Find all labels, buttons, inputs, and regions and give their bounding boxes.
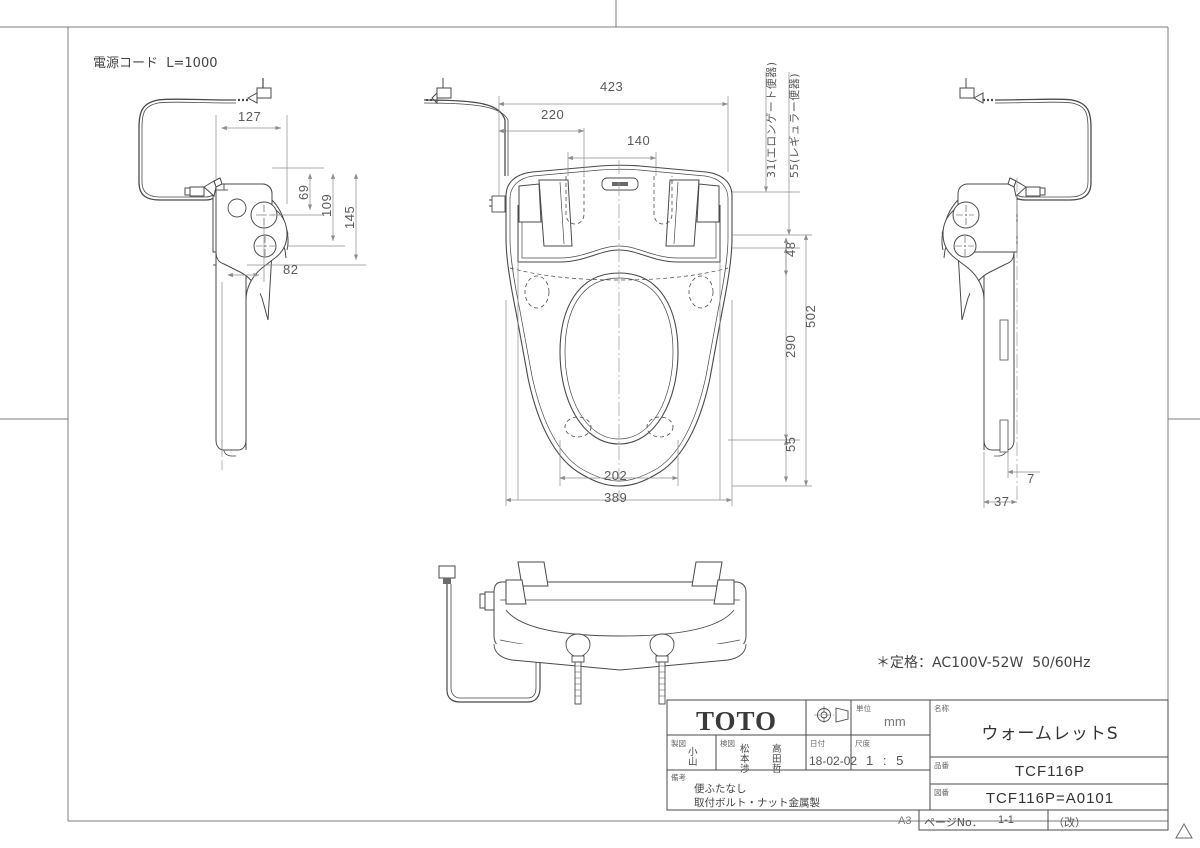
dim-290: 290 [783, 334, 798, 358]
title-block-frame [666, 699, 1169, 831]
date-value: 18-02-02 [809, 754, 858, 768]
sheet-border [0, 0, 1200, 822]
left-side-dimension-lines [215, 115, 366, 455]
rear-view-mount-bolts [565, 633, 675, 705]
sheet-size-label: A3 [898, 815, 912, 827]
unit-value: mm [884, 714, 906, 729]
dim-202: 202 [604, 468, 628, 483]
dim-69: 69 [296, 184, 311, 200]
top-plan-dimension-lines [498, 72, 812, 506]
revision-triangle-icon [1175, 822, 1193, 839]
right-side-cord [959, 78, 1092, 201]
dim-31-elongated: 31(エロンゲート便器) [765, 61, 778, 178]
projection-symbol-icon [814, 706, 849, 724]
remarks-label: 備考 [671, 773, 686, 782]
dim-127: 127 [238, 109, 262, 124]
rear-view-cord [438, 565, 541, 703]
dim-423: 423 [600, 79, 624, 94]
drawn-by: 小 山 [688, 748, 698, 768]
date-label: 日付 [810, 739, 825, 748]
dim-140: 140 [627, 133, 651, 148]
dim-502: 502 [803, 304, 818, 328]
top-plan-hinge-left [518, 179, 573, 247]
dim-7: 7 [1027, 471, 1035, 486]
rating-note: ＊定格：AC100V-52W 50/60Hz [876, 655, 1091, 671]
left-side-view-geometry [138, 78, 272, 201]
dim-48: 48 [783, 241, 798, 257]
dim-82: 82 [283, 262, 299, 277]
top-plan-mount-slots [565, 176, 673, 225]
part-no-label: 品番 [934, 761, 949, 770]
power-cord-note: 電源コード L=1000 [93, 56, 218, 71]
toto-logo: TOTO [695, 706, 778, 736]
top-plan-rear-bolt-holes [524, 275, 714, 438]
rev-label: （改） [1053, 816, 1086, 829]
unit-label: 単位 [856, 704, 871, 713]
dim-37: 37 [994, 494, 1010, 509]
right-side-dimension-lines [983, 452, 1040, 508]
drawn-label: 製図 [671, 739, 686, 748]
top-plan-seat-opening [559, 272, 679, 445]
remarks-line-2: 取付ボルト・ナット金属製 [694, 797, 820, 809]
right-side-body [941, 183, 1018, 457]
page-label: ページNo． [924, 816, 983, 829]
dim-220: 220 [541, 107, 565, 122]
top-plan-cord [423, 78, 509, 176]
checked-by-1: 松 本 渉 [740, 744, 750, 775]
dim-109: 109 [319, 193, 334, 217]
dim-55-bottom: 55 [783, 436, 798, 452]
page-value: 1-1 [998, 814, 1014, 826]
checked-label: 検図 [720, 739, 735, 748]
top-plan-side-connector [489, 195, 506, 213]
drawn-by-char-1: 小 [688, 747, 698, 758]
part-no: TCF116P [1014, 763, 1086, 780]
drawing-no-label: 図番 [934, 788, 949, 797]
checked-by-2: 高 田 哲 [772, 744, 782, 775]
drawing-no: TCF116P=A0101 [985, 790, 1115, 807]
dim-389: 389 [604, 490, 628, 505]
scale-value: 1 : 5 [866, 753, 907, 768]
rear-view-hinges [505, 561, 735, 605]
left-side-body [212, 183, 289, 457]
dim-55-regular: 55(レギュラー便器) [788, 72, 801, 178]
drawn-by-char-2: 山 [688, 757, 698, 768]
remarks-line-1: 便ふたなし [694, 783, 747, 795]
scale-label: 尺度 [855, 739, 870, 748]
top-plan-hinge-right [665, 179, 720, 247]
dim-145: 145 [342, 205, 357, 229]
left-side-bolt [184, 177, 223, 197]
top-plan-control-label [601, 177, 639, 191]
product-name-label: 名称 [934, 704, 949, 713]
product-name: ウォームレットS [981, 724, 1119, 744]
rear-view-body [479, 581, 747, 671]
